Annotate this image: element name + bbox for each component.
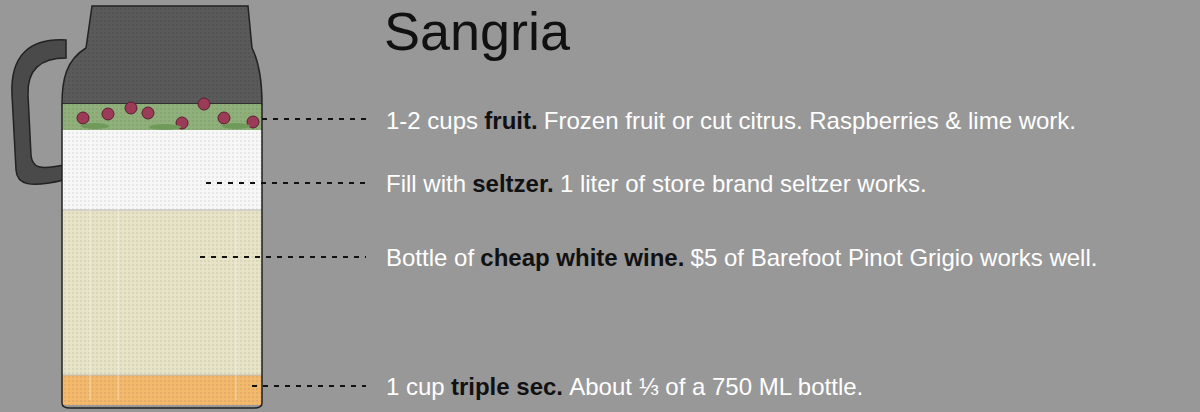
raspberries <box>77 98 259 129</box>
ingredient-note: Frozen fruit or cut citrus. Raspberries … <box>544 107 1076 134</box>
ingredient-note: $5 of Barefoot Pinot Grigio works well. <box>691 244 1098 271</box>
lid-shading <box>62 6 262 104</box>
ingredient-line: Bottle ofcheap white wine. $5 of Barefoot… <box>386 244 1194 272</box>
leader-line <box>262 118 366 120</box>
raspberry <box>77 112 89 124</box>
lime-slices <box>81 123 250 130</box>
diagram-title: Sangria <box>384 2 570 61</box>
raspberry <box>142 107 154 119</box>
glass-shading <box>62 104 262 405</box>
leader-lines <box>200 119 366 386</box>
ingredient-name: triple sec. <box>451 373 563 400</box>
leader-line <box>206 182 366 184</box>
ingredient-note: 1 liter of store brand seltzer works. <box>560 170 927 197</box>
pitcher-handle <box>12 40 66 184</box>
lime-slice <box>81 123 109 129</box>
pitcher-outline <box>62 104 262 408</box>
glass-ridge <box>90 140 91 400</box>
ingredient-name: cheap white wine. <box>480 244 684 271</box>
ingredient-note: 1-2 cups <box>386 107 478 134</box>
raspberry <box>102 108 114 120</box>
lime-slice <box>222 123 250 129</box>
lime-slice <box>149 124 181 130</box>
ingredient-note: Fill with <box>386 170 466 197</box>
glass-ridges <box>90 140 236 400</box>
ingredient-line: 1 cuptriple sec.About ⅓ of a 750 ML bott… <box>386 373 1194 401</box>
ingredient-name: fruit. <box>484 107 537 134</box>
raspberry <box>218 112 230 124</box>
glass-ridge <box>118 140 119 400</box>
ingredient-name: seltzer. <box>472 170 553 197</box>
raspberry <box>198 98 210 110</box>
leader-line <box>252 385 366 387</box>
ingredient-note: 1 cup <box>386 373 445 400</box>
leader-line <box>200 256 366 258</box>
ingredient-line: 1-2 cupsfruit. Frozen fruit or cut citrus… <box>386 107 1194 135</box>
glass-ridge <box>236 140 237 400</box>
layer-edge <box>62 210 262 211</box>
ingredient-line: Fill withseltzer. 1 liter of store brand … <box>386 170 1194 198</box>
layer-edge <box>62 375 262 376</box>
ingredient-note: Bottle of <box>386 244 474 271</box>
ingredient-note: About ⅓ of a 750 ML bottle. <box>569 373 863 400</box>
pitcher-lid <box>62 6 262 104</box>
raspberry <box>125 102 137 114</box>
